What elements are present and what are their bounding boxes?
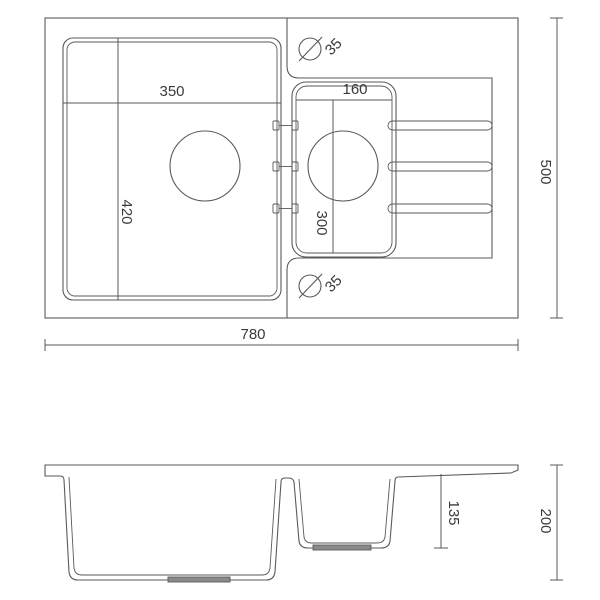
bridge-pin-3: [272, 203, 299, 214]
drainboard-groove-1: [387, 120, 493, 131]
bridge-pin-1: [272, 120, 299, 131]
tap-hole-top: 35: [298, 35, 346, 62]
main-bowl-drain-outlet: [167, 576, 231, 583]
bridge-pin-left: [272, 161, 280, 172]
top-view: 350 420 160 300 35 35 500 780: [44, 17, 563, 351]
main-bowl-width-label: 350: [159, 83, 184, 100]
diameter-icon: [298, 37, 322, 61]
bridge-pin-right: [291, 161, 299, 172]
tap-hole-top-diameter-label: 35: [322, 35, 346, 59]
drainboard-groove-3: [387, 203, 493, 214]
main-bowl-inner-wall: [68, 476, 277, 576]
small-bowl-width-label: 160: [342, 81, 367, 98]
overall-width-label: 780: [240, 326, 265, 343]
overall-height-label: 200: [537, 508, 554, 533]
overall-depth-label: 500: [537, 159, 554, 184]
side-view: 135 200: [44, 464, 563, 583]
main-bowl-length-label: 420: [118, 199, 135, 224]
drainboard-groove-2: [387, 161, 493, 172]
main-bowl-inner-rim: [66, 41, 278, 297]
main-bowl-drain-hole: [169, 130, 241, 202]
sink-outline-top: [44, 17, 519, 319]
bridge-pin-2: [272, 161, 299, 172]
diameter-icon: [298, 274, 322, 298]
main-bowl-outer-rim: [62, 37, 282, 301]
tap-hole-bottom: 35: [298, 272, 346, 299]
drainboard-contour: [286, 18, 493, 318]
bridge-pin-right: [291, 120, 299, 131]
small-bowl-outer-rim: [291, 81, 397, 258]
bridge-pin-left: [272, 120, 280, 131]
small-bowl-inner-wall: [298, 478, 391, 544]
small-bowl-height-label: 135: [445, 500, 462, 525]
bridge-pin-right: [291, 203, 299, 214]
diameter-icon-slash: [298, 273, 323, 299]
small-bowl-length-label: 300: [313, 210, 330, 235]
small-bowl-inner-rim: [295, 85, 393, 254]
small-bowl-drain-outlet: [312, 544, 372, 551]
small-bowl-drain-hole: [307, 130, 379, 202]
diameter-icon-slash: [298, 36, 323, 62]
side-view-outline: [44, 464, 519, 581]
bridge-pin-left: [272, 203, 280, 214]
tap-hole-bottom-diameter-label: 35: [322, 272, 346, 296]
